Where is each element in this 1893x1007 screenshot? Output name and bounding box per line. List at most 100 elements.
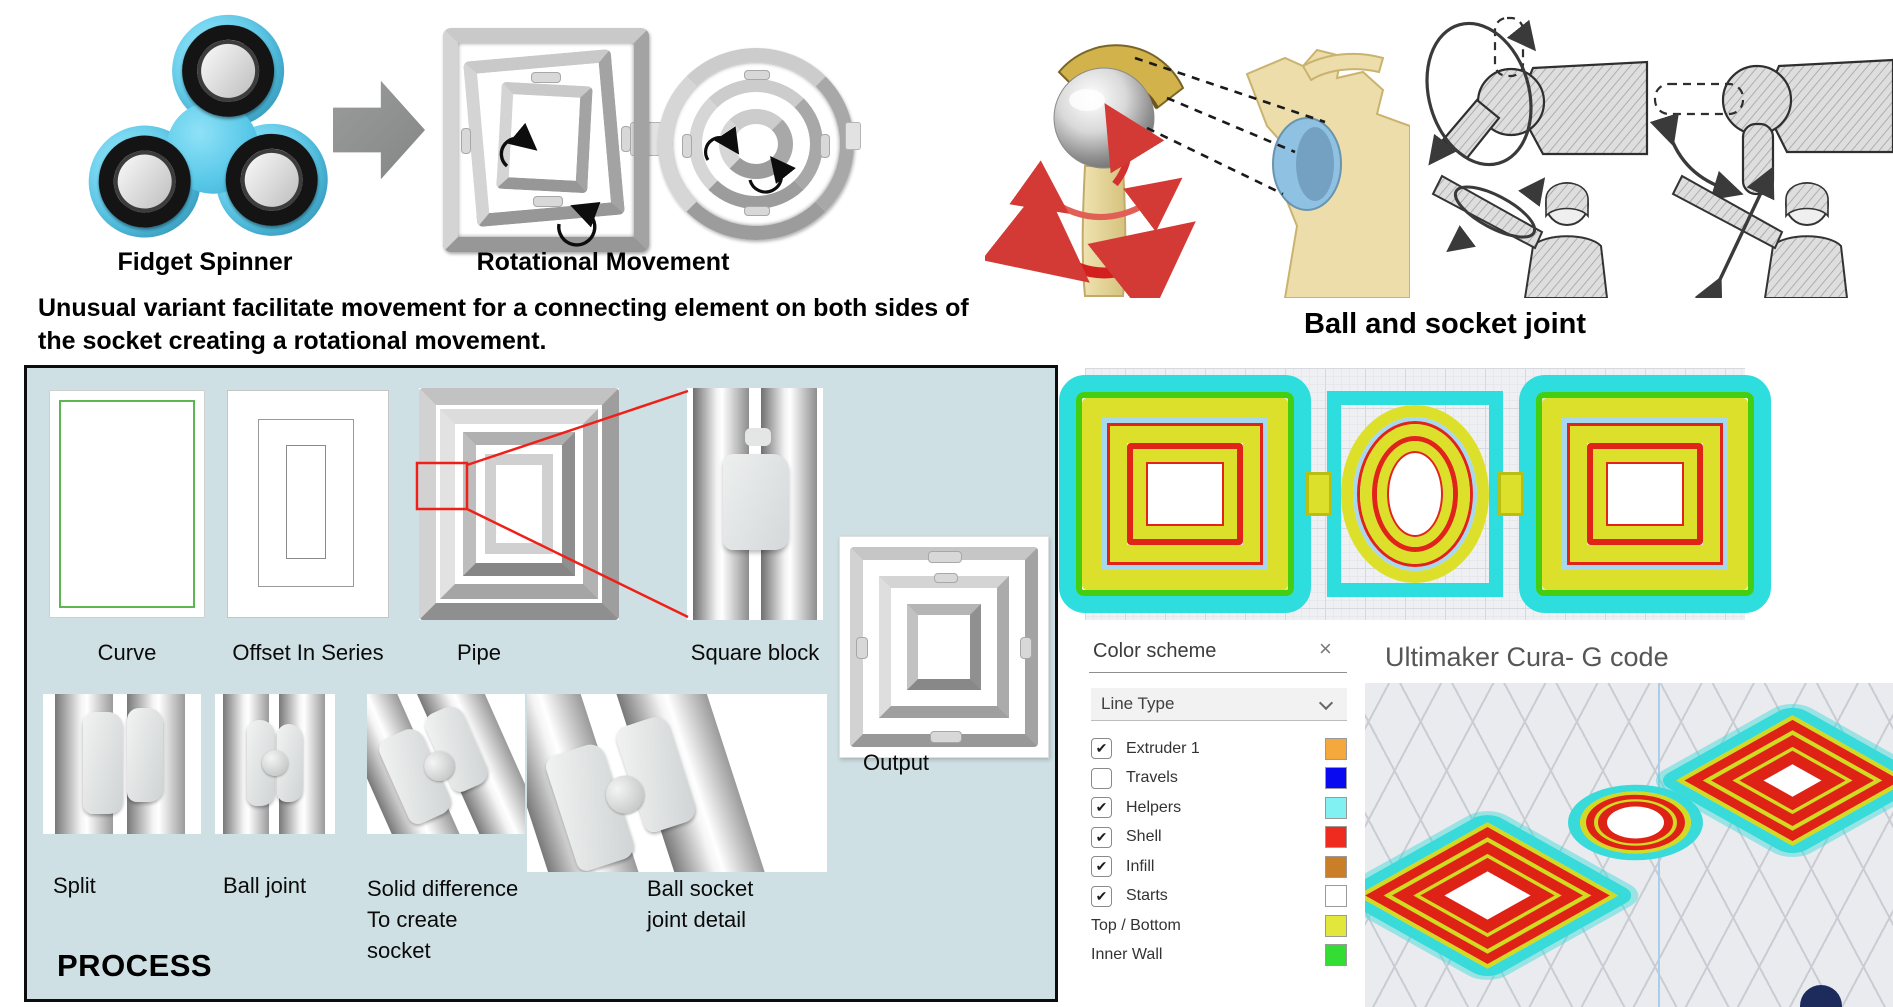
joint-tab bbox=[1020, 637, 1032, 659]
line-type-label: Top / Bottom bbox=[1091, 916, 1181, 934]
checkbox-checked[interactable]: ✔ bbox=[1091, 826, 1112, 848]
line-type-label: Travels bbox=[1126, 769, 1178, 787]
rotation-arrows bbox=[499, 122, 601, 247]
connector-tab bbox=[1306, 472, 1332, 516]
line-type-label: Extruder 1 bbox=[1126, 739, 1200, 757]
line-type-label: Inner Wall bbox=[1091, 946, 1163, 964]
color-swatch bbox=[1325, 796, 1347, 819]
color-swatch bbox=[1325, 914, 1347, 937]
line-type-label: Infill bbox=[1126, 857, 1155, 875]
output-ring bbox=[907, 604, 981, 690]
divider bbox=[1089, 672, 1347, 673]
line-type-row: Inner Wall bbox=[1091, 941, 1347, 971]
line-type-dropdown[interactable]: Line Type bbox=[1091, 688, 1347, 721]
part-hole bbox=[1444, 871, 1531, 920]
label-square-block: Square block bbox=[690, 640, 820, 665]
line-type-label: Shell bbox=[1126, 828, 1162, 846]
step-balljoint-image bbox=[215, 694, 335, 834]
color-swatch bbox=[1325, 767, 1347, 790]
output-ring bbox=[879, 576, 1009, 718]
joint-tab bbox=[820, 134, 830, 158]
square-block bbox=[723, 454, 789, 550]
process-panel: Curve Offset In Series Pipe Square block… bbox=[24, 365, 1058, 1002]
joint-tab bbox=[930, 731, 962, 743]
color-swatch bbox=[1325, 944, 1347, 967]
diagonal-pipes bbox=[527, 694, 827, 872]
split-slab bbox=[83, 712, 123, 814]
checkbox-unchecked[interactable] bbox=[1091, 767, 1112, 789]
step-pipe-image bbox=[419, 388, 619, 620]
color-swatch bbox=[1325, 737, 1347, 760]
sliced-circle-part bbox=[1327, 391, 1503, 597]
description-text: Unusual variant facilitate movement for … bbox=[38, 294, 969, 355]
step-offset-image bbox=[227, 390, 389, 618]
fidget-spinner-photo bbox=[81, 7, 335, 252]
label-ball-socket-detail: Ball socket joint detail bbox=[647, 876, 754, 933]
pipe-ring bbox=[485, 454, 553, 554]
sliced-square-part bbox=[1059, 375, 1311, 613]
line-type-row: ✔ Infill bbox=[1091, 852, 1347, 882]
camera-widget-icon[interactable] bbox=[1800, 985, 1842, 1007]
step-ballsocketdetail-image bbox=[527, 694, 827, 872]
joint-tab bbox=[856, 637, 868, 659]
joint-tab bbox=[461, 128, 471, 154]
ball-joint-ball bbox=[262, 750, 288, 776]
joint-tab bbox=[621, 126, 631, 152]
sliced-square-part bbox=[1519, 375, 1771, 613]
line-type-label: Starts bbox=[1126, 887, 1168, 905]
joint-tab bbox=[744, 70, 770, 80]
color-swatch bbox=[1325, 855, 1347, 878]
step-squareblock-image bbox=[687, 388, 823, 620]
connector-tab bbox=[845, 122, 861, 150]
joint-tab bbox=[531, 72, 561, 83]
chevron-down-icon bbox=[1318, 695, 1334, 711]
rotation-arrows bbox=[703, 126, 796, 194]
curve-outline bbox=[59, 400, 195, 608]
step-split-image bbox=[43, 694, 201, 834]
cura-slice-top-view bbox=[1059, 368, 1771, 620]
line-type-dropdown-label: Line Type bbox=[1101, 694, 1175, 713]
step-curve-image bbox=[49, 390, 205, 618]
part-hole bbox=[1595, 799, 1676, 846]
joint-tab bbox=[533, 196, 563, 207]
label-pipe: Pipe bbox=[456, 640, 502, 665]
square-block-notch bbox=[745, 428, 771, 446]
checkbox-checked[interactable]: ✔ bbox=[1091, 738, 1112, 760]
joint-tab bbox=[682, 134, 692, 158]
close-icon[interactable]: × bbox=[1319, 636, 1332, 661]
rotational-movement-caption: Rotational Movement bbox=[476, 248, 730, 276]
connector-tab bbox=[1498, 472, 1524, 516]
nested-squares-render bbox=[443, 28, 649, 252]
diagonal-pipes bbox=[367, 694, 525, 834]
square-ring-outer bbox=[443, 28, 649, 252]
part-hole bbox=[1763, 764, 1822, 797]
output-render-image bbox=[839, 536, 1049, 758]
fidget-spinner-caption: Fidget Spinner bbox=[117, 248, 293, 276]
joint-tab bbox=[934, 573, 958, 583]
part-hole bbox=[1606, 462, 1684, 526]
process-title: PROCESS bbox=[57, 948, 213, 983]
offset-square bbox=[258, 419, 354, 587]
part-hole bbox=[1387, 451, 1443, 537]
fidget-spinner-body bbox=[70, 4, 350, 269]
line-type-row: ✔Helpers bbox=[1091, 793, 1347, 823]
step-soliddifference-image bbox=[367, 694, 525, 834]
color-swatch bbox=[1325, 885, 1347, 908]
label-solid-difference: Solid difference To create socket bbox=[367, 876, 519, 964]
joint-tab bbox=[928, 551, 962, 563]
checkbox-checked[interactable]: ✔ bbox=[1091, 797, 1112, 819]
right-arrow-icon bbox=[333, 80, 425, 180]
joint-tab bbox=[744, 206, 770, 216]
line-type-row: ✔ Shell bbox=[1091, 823, 1347, 853]
color-scheme-title: Color scheme bbox=[1093, 640, 1217, 662]
cura-heading: Ultimaker Cura- G code bbox=[1385, 642, 1669, 672]
label-split: Split bbox=[53, 873, 96, 898]
checkbox-checked[interactable]: ✔ bbox=[1091, 856, 1112, 878]
checkbox-checked[interactable]: ✔ bbox=[1091, 885, 1112, 907]
offset-square bbox=[286, 445, 326, 559]
cura-3d-preview bbox=[1365, 683, 1893, 1007]
nested-circles-render bbox=[658, 48, 854, 240]
line-type-row: ✔ Extruder 1 bbox=[1091, 734, 1347, 764]
part-hole bbox=[1146, 462, 1224, 526]
